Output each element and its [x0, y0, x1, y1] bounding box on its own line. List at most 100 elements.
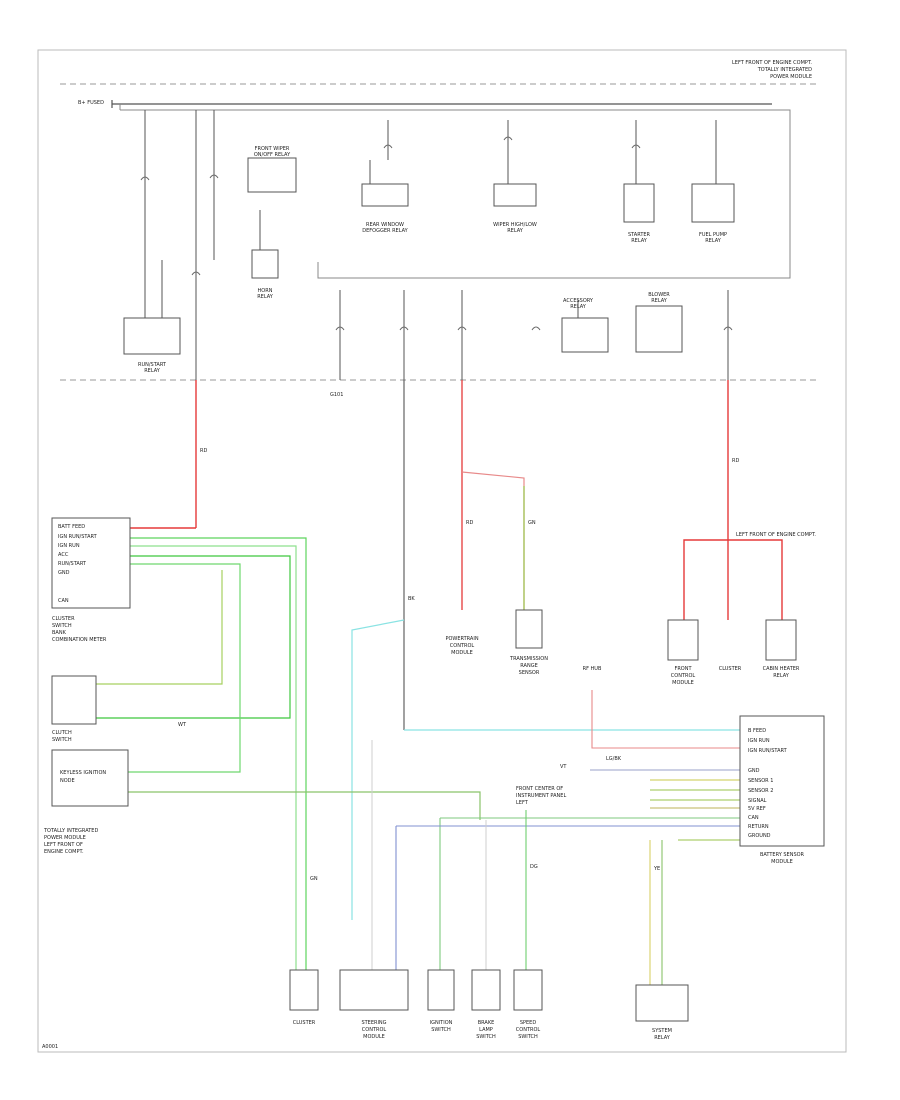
right-module-box: [739, 715, 825, 847]
right-pin-2: IGN RUN: [748, 738, 770, 744]
diagram-frame: [37, 49, 847, 1053]
footer-code: A0001: [42, 1044, 58, 1050]
right-pin-7: SIGNAL: [748, 798, 767, 804]
trs-label-2: RANGE: [520, 663, 537, 669]
right-pin-10: RETURN: [748, 824, 769, 830]
cabin-heater-label-2: RELAY: [773, 673, 790, 679]
left-note-3: LEFT FRONT OF: [44, 842, 83, 848]
header-title-line-1: LEFT FRONT OF ENGINE COMPT.: [732, 60, 812, 66]
tipm-relays: [123, 157, 735, 355]
middle-components: [515, 609, 797, 661]
wire-code-rd-3: RD: [732, 458, 739, 464]
right-pin-1: B FEED: [748, 728, 766, 734]
right-pin-8: 5V REF: [748, 806, 766, 812]
green-wire-bundle: [96, 537, 481, 970]
clutch-switch-box: [51, 675, 97, 725]
left-module-title-2: SWITCH: [52, 623, 72, 629]
fuse-6: [631, 144, 641, 149]
system-relay-label-2: RELAY: [654, 1035, 671, 1041]
right-module-title-1: BATTERY SENSOR: [760, 852, 805, 858]
starter-relay-label-2: RELAY: [631, 238, 648, 244]
keyless-label-2: NODE: [60, 778, 75, 784]
bus-drops: [144, 110, 729, 380]
fuel-pump-relay-label-2: RELAY: [705, 238, 722, 244]
pcm-label-2: CONTROL: [450, 643, 475, 649]
ignition-switch-box: [427, 969, 455, 1011]
brake-switch-box: [471, 969, 501, 1011]
wire-code-ye: YE: [653, 866, 660, 872]
cluster-bottom-box: [289, 969, 319, 1011]
clutch-label-1: CLUTCH: [52, 730, 72, 736]
wiper-hl-relay-label-2: RELAY: [507, 228, 524, 234]
pcm-label-1: POWERTRAIN: [445, 636, 478, 642]
tipm-relay-labels: FRONT WIPER ON/OFF RELAY HORN RELAY REAR…: [138, 146, 727, 398]
fuse-9: [457, 326, 467, 331]
mid-note-1: FRONT CENTER OF: [516, 786, 563, 792]
speed-label-1: SPEED: [520, 1020, 537, 1026]
fuse-2: [191, 271, 201, 276]
wire-code-lg-bk: LG/BK: [606, 756, 622, 762]
left-note-4: ENGINE COMPT.: [44, 849, 84, 855]
wire-code-tags: RD RD GN RD BK GN DG YE LG/BK VT WT: [178, 448, 739, 882]
relay-box-blower: [635, 305, 683, 353]
horn-relay-label-2: RELAY: [257, 294, 274, 300]
tipm-inner-box: [120, 109, 791, 279]
fuse-3: [209, 174, 219, 179]
mid-note-2: INSTRUMENT PANEL: [516, 793, 566, 799]
run-start-relay-label-2: RELAY: [144, 368, 161, 374]
right-pin-4: GND: [748, 768, 760, 774]
fcm-label-1: FRONT: [674, 666, 692, 672]
wire-pink-branch: [461, 471, 525, 610]
front-wiper-relay-label-2: ON/OFF RELAY: [254, 152, 291, 158]
left-pin-4: ACC: [58, 552, 69, 558]
front-wiper-relay-label-1: FRONT WIPER: [255, 146, 290, 152]
ign-label-2: SWITCH: [431, 1027, 451, 1033]
middle-component-labels: POWERTRAIN CONTROL MODULE TRANSMISSION R…: [445, 532, 816, 806]
steering-label-2: CONTROL: [362, 1027, 387, 1033]
ign-label-1: IGNITION: [430, 1020, 453, 1026]
left-pin-5: RUN/START: [58, 561, 87, 567]
bottom-components: [289, 969, 689, 1022]
fuse-10: [723, 326, 733, 331]
fuses: [140, 136, 733, 331]
wire-code-rd-2: RD: [466, 520, 473, 526]
cigar-lighter-box: [667, 619, 699, 661]
right-pin-3: IGN RUN/START: [748, 748, 788, 754]
left-module-box: [51, 517, 131, 609]
speed-label-2: CONTROL: [516, 1027, 541, 1033]
left-pin-7: CAN: [58, 598, 69, 604]
speed-label-3: SWITCH: [518, 1034, 538, 1040]
trs-label-3: SENSOR: [519, 670, 540, 676]
steering-label-3: MODULE: [363, 1034, 385, 1040]
header-title: LEFT FRONT OF ENGINE COMPT. TOTALLY INTE…: [732, 60, 812, 80]
wire-code-rd: RD: [200, 448, 207, 454]
bottom-component-labels: CLUSTER STEERING CONTROL MODULE IGNITION…: [293, 1020, 672, 1041]
blower-relay-label-1: BLOWER: [648, 292, 670, 298]
brake-label-3: SWITCH: [476, 1034, 496, 1040]
relay-box-starter: [623, 183, 655, 223]
defogger-relay-label-1: REAR WINDOW: [366, 222, 404, 228]
fcm-label-3: MODULE: [672, 680, 694, 686]
left-module-title-3: BANK: [52, 630, 67, 636]
fcm-label-2: CONTROL: [671, 673, 696, 679]
left-pin-1: BATT FEED: [58, 524, 85, 530]
clutch-label-2: SWITCH: [52, 737, 72, 743]
header-title-line-3: POWER MODULE: [770, 74, 812, 80]
left-pin-3: IGN RUN: [58, 543, 80, 549]
cabin-heater-box: [765, 619, 797, 661]
fuse-4: [383, 144, 393, 149]
wire-cyan-down: [351, 619, 405, 920]
starter-relay-label-1: STARTER: [628, 232, 651, 238]
pcm-label-3: MODULE: [451, 650, 473, 656]
header-title-line-2: TOTALLY INTEGRATED: [757, 67, 812, 73]
right-pin-6: SENSOR 2: [748, 788, 773, 794]
fuse-5: [503, 136, 513, 141]
bus-label: B+ FUSED: [78, 100, 104, 106]
right-module-pin-labels: B FEED IGN RUN IGN RUN/START GND SENSOR …: [748, 728, 805, 865]
right-pin-5: SENSOR 1: [748, 778, 773, 784]
wire-code-bk: BK: [408, 596, 415, 602]
left-pin-2: IGN RUN/START: [58, 534, 98, 540]
right-wire-bundle: [395, 690, 740, 985]
horn-relay-label-1: HORN: [258, 288, 273, 294]
relay-box-run-start: [123, 317, 181, 355]
